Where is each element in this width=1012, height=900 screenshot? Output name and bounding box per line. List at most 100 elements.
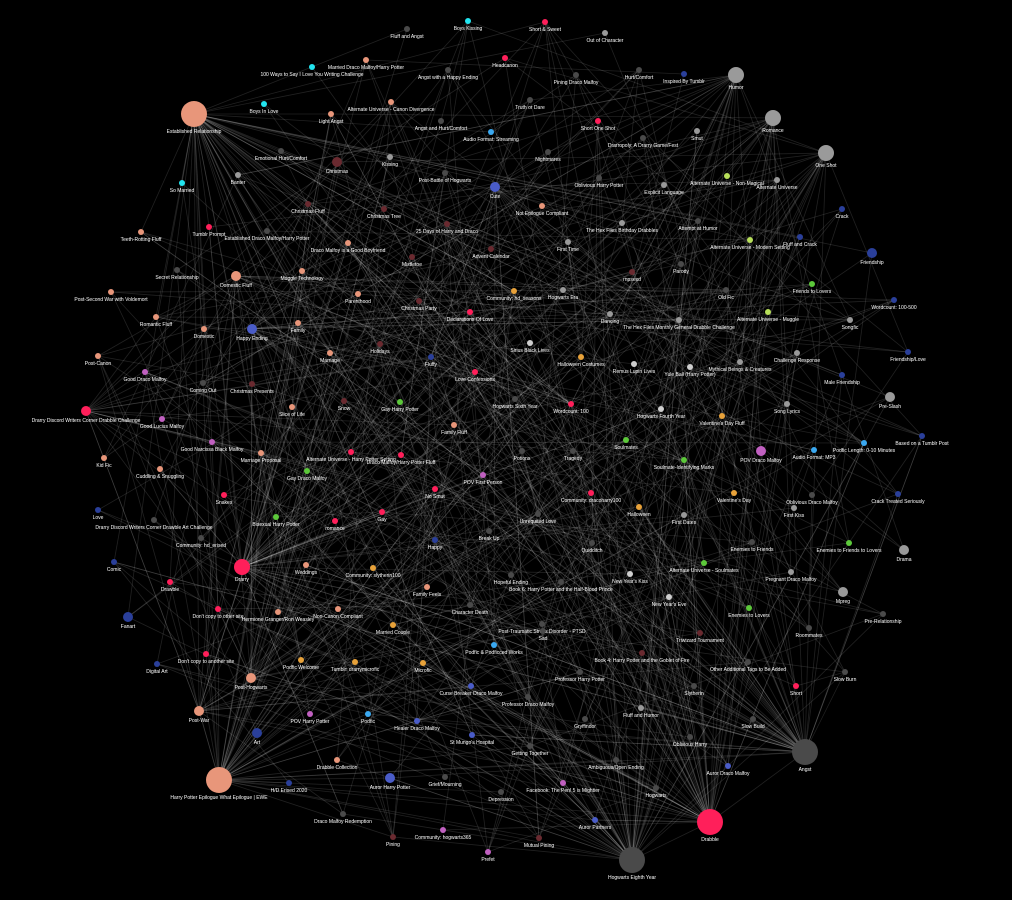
tag-node[interactable] bbox=[861, 440, 867, 446]
tag-node[interactable] bbox=[839, 206, 845, 212]
tag-node[interactable] bbox=[203, 651, 209, 657]
tag-node[interactable] bbox=[379, 509, 385, 515]
tag-node[interactable] bbox=[252, 728, 262, 738]
tag-node[interactable] bbox=[167, 579, 173, 585]
tag-node[interactable] bbox=[390, 622, 396, 628]
tag-node[interactable] bbox=[792, 739, 818, 765]
tag-node[interactable] bbox=[527, 340, 533, 346]
tag-node[interactable] bbox=[491, 642, 497, 648]
tag-node[interactable] bbox=[694, 128, 700, 134]
tag-node[interactable] bbox=[235, 172, 241, 178]
tag-node[interactable] bbox=[424, 584, 430, 590]
tag-node[interactable] bbox=[303, 562, 309, 568]
tag-node[interactable] bbox=[442, 774, 448, 780]
tag-node[interactable] bbox=[588, 490, 594, 496]
tag-node[interactable] bbox=[895, 491, 901, 497]
tag-node[interactable] bbox=[341, 398, 347, 404]
tag-node[interactable] bbox=[174, 267, 180, 273]
tag-node[interactable] bbox=[788, 569, 794, 575]
tag-node[interactable] bbox=[511, 288, 517, 294]
tag-node[interactable] bbox=[678, 261, 684, 267]
tag-node[interactable] bbox=[111, 559, 117, 565]
tag-node[interactable] bbox=[582, 716, 588, 722]
tag-node[interactable] bbox=[527, 743, 533, 749]
tag-node[interactable] bbox=[619, 847, 645, 873]
tag-node[interactable] bbox=[539, 203, 545, 209]
tag-node[interactable] bbox=[512, 396, 518, 402]
tag-node[interactable] bbox=[749, 539, 755, 545]
tag-node[interactable] bbox=[181, 101, 207, 127]
tag-node[interactable] bbox=[420, 660, 426, 666]
tag-node[interactable] bbox=[428, 354, 434, 360]
tag-node[interactable] bbox=[613, 757, 619, 763]
tag-node[interactable] bbox=[352, 659, 358, 665]
tag-node[interactable] bbox=[234, 559, 250, 575]
tag-node[interactable] bbox=[179, 180, 185, 186]
tag-node[interactable] bbox=[818, 145, 834, 161]
tag-node[interactable] bbox=[215, 606, 221, 612]
tag-node[interactable] bbox=[451, 422, 457, 428]
tag-node[interactable] bbox=[697, 630, 703, 636]
tag-node[interactable] bbox=[636, 504, 642, 510]
tag-node[interactable] bbox=[560, 780, 566, 786]
tag-node[interactable] bbox=[589, 540, 595, 546]
tag-node[interactable] bbox=[737, 359, 743, 365]
tag-node[interactable] bbox=[519, 448, 525, 454]
tag-node[interactable] bbox=[209, 439, 215, 445]
tag-node[interactable] bbox=[629, 269, 635, 275]
tag-node[interactable] bbox=[432, 537, 438, 543]
tag-node[interactable] bbox=[627, 571, 633, 577]
tag-node[interactable] bbox=[880, 611, 886, 617]
tag-node[interactable] bbox=[101, 455, 107, 461]
tag-node[interactable] bbox=[756, 446, 766, 456]
tag-node[interactable] bbox=[363, 57, 369, 63]
tag-node[interactable] bbox=[681, 457, 687, 463]
tag-node[interactable] bbox=[381, 206, 387, 212]
tag-node[interactable] bbox=[108, 289, 114, 295]
tag-node[interactable] bbox=[261, 101, 267, 107]
tag-node[interactable] bbox=[488, 246, 494, 252]
tag-node[interactable] bbox=[578, 354, 584, 360]
tag-node[interactable] bbox=[328, 111, 334, 117]
tag-node[interactable] bbox=[309, 64, 315, 70]
tag-node[interactable] bbox=[905, 349, 911, 355]
tag-node[interactable] bbox=[596, 175, 602, 181]
tag-node[interactable] bbox=[565, 239, 571, 245]
tag-node[interactable] bbox=[465, 18, 471, 24]
tag-node[interactable] bbox=[658, 406, 664, 412]
tag-node[interactable] bbox=[334, 757, 340, 763]
tag-node[interactable] bbox=[746, 605, 752, 611]
tag-node[interactable] bbox=[469, 732, 475, 738]
tag-node[interactable] bbox=[472, 369, 478, 375]
tag-node[interactable] bbox=[390, 834, 396, 840]
tag-node[interactable] bbox=[502, 55, 508, 61]
tag-node[interactable] bbox=[206, 224, 212, 230]
tag-node[interactable] bbox=[304, 468, 310, 474]
tag-node[interactable] bbox=[397, 399, 403, 405]
tag-node[interactable] bbox=[348, 449, 354, 455]
tag-node[interactable] bbox=[697, 809, 723, 835]
tag-node[interactable] bbox=[919, 433, 925, 439]
tag-node[interactable] bbox=[867, 248, 877, 258]
tag-node[interactable] bbox=[723, 287, 729, 293]
tag-node[interactable] bbox=[691, 683, 697, 689]
tag-node[interactable] bbox=[809, 281, 815, 287]
tag-node[interactable] bbox=[540, 628, 546, 634]
tag-node[interactable] bbox=[247, 324, 257, 334]
tag-node[interactable] bbox=[273, 514, 279, 520]
tag-node[interactable] bbox=[701, 560, 707, 566]
tag-node[interactable] bbox=[246, 673, 256, 683]
tag-node[interactable] bbox=[607, 311, 613, 317]
tag-node[interactable] bbox=[745, 659, 751, 665]
tag-node[interactable] bbox=[573, 72, 579, 78]
tag-node[interactable] bbox=[327, 350, 333, 356]
tag-node[interactable] bbox=[258, 450, 264, 456]
tag-node[interactable] bbox=[570, 448, 576, 454]
tag-node[interactable] bbox=[264, 228, 270, 234]
tag-node[interactable] bbox=[206, 767, 232, 793]
tag-node[interactable] bbox=[681, 71, 687, 77]
tag-node[interactable] bbox=[793, 683, 799, 689]
tag-node[interactable] bbox=[440, 827, 446, 833]
tag-node[interactable] bbox=[398, 452, 404, 458]
tag-node[interactable] bbox=[365, 711, 371, 717]
